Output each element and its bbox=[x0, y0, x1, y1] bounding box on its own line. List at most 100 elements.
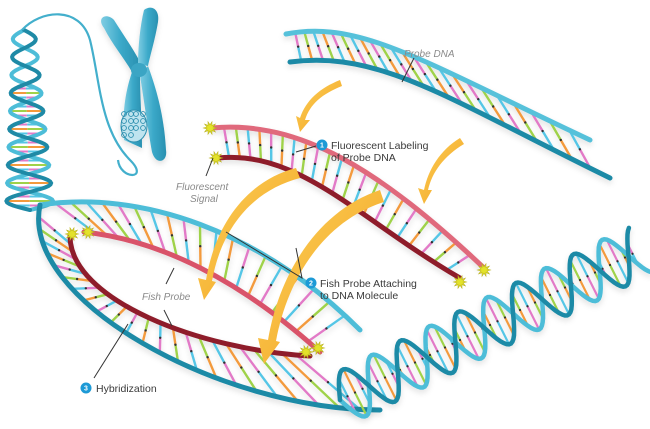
helix-base bbox=[414, 362, 428, 386]
probe-dna-base bbox=[317, 45, 325, 61]
helix-bond bbox=[413, 361, 417, 364]
helix-bond bbox=[623, 256, 627, 259]
hybrid-bottom-base bbox=[309, 379, 341, 409]
hybrid-bottom-base-bond bbox=[206, 356, 209, 359]
helix-bond bbox=[361, 387, 364, 390]
labeled-probe-base-bond bbox=[291, 153, 295, 156]
hybrid-bottom-base bbox=[295, 354, 329, 384]
labeled-probe-base bbox=[373, 205, 384, 223]
leader-step1 bbox=[295, 145, 317, 153]
hybrid-top-base-bond bbox=[241, 266, 244, 269]
hybrid-bottom-base bbox=[223, 362, 238, 386]
hybrid-top-base bbox=[227, 238, 235, 260]
step-2-line1: Fish Probe Attaching bbox=[320, 278, 417, 290]
chromatin-thread bbox=[21, 13, 138, 176]
coil-loop bbox=[133, 125, 139, 131]
helix-bond bbox=[608, 263, 612, 267]
hybrid-bottom-base-bond bbox=[174, 343, 177, 346]
coil-loop bbox=[133, 118, 139, 124]
hybrid-top-base bbox=[142, 226, 155, 249]
hybrid-top-base-bond bbox=[255, 274, 259, 278]
hybrid-top-base-bond bbox=[142, 225, 146, 229]
chromosome bbox=[101, 7, 167, 161]
labeled-probe-base bbox=[280, 134, 285, 151]
labeled-probe-base bbox=[431, 229, 444, 244]
hybrid-bottom-base bbox=[275, 374, 299, 403]
hybrid-bottom-base-bond bbox=[159, 336, 162, 340]
hybrid-top-base bbox=[259, 284, 273, 305]
coil-loop bbox=[140, 111, 146, 117]
step-2-line2: to DNA Molecule bbox=[320, 290, 398, 302]
leader-fish-probe-top bbox=[165, 267, 175, 285]
labeled-probe-base bbox=[384, 213, 396, 231]
labeled-probe-base bbox=[290, 154, 295, 172]
coil-loop bbox=[140, 125, 146, 131]
fluorescent-signals bbox=[64, 120, 492, 360]
hybrid-bottom-base-bond bbox=[105, 304, 108, 308]
step-2-callout: 2 Fish Probe Attaching to DNA Molecule bbox=[305, 277, 417, 302]
chromatin-coil bbox=[120, 109, 148, 143]
fluorescent-signal-star bbox=[310, 340, 326, 356]
leader-lines bbox=[93, 57, 415, 379]
hybrid-top-base bbox=[117, 203, 131, 225]
hybrid-top-base bbox=[182, 218, 188, 241]
probe-dna-base bbox=[307, 45, 314, 61]
step-1-callout: 1 Fluorescent Labeling of Probe DNA bbox=[316, 139, 429, 164]
labeled-probe-base-bond bbox=[430, 241, 434, 244]
hybrid-bottom-base bbox=[184, 331, 193, 352]
hybrid-bottom-base bbox=[327, 381, 361, 411]
helix-bond bbox=[518, 308, 522, 312]
helix-base bbox=[609, 264, 622, 287]
hybrid-top-base-bond bbox=[311, 315, 314, 318]
probe-dna-base-bond bbox=[477, 97, 480, 101]
fluorescent-signal-star bbox=[452, 274, 468, 290]
helix-base bbox=[436, 350, 450, 374]
helix-bond bbox=[488, 323, 492, 327]
hybrid-top-base bbox=[235, 267, 244, 289]
step-3-number: 3 bbox=[84, 386, 88, 393]
probe-dna-base-bond bbox=[449, 84, 452, 87]
hybrid-bottom-base-bond bbox=[68, 268, 71, 271]
hybrid-top-base bbox=[149, 209, 160, 232]
helix-bond bbox=[563, 286, 567, 289]
hybrid-top-base bbox=[325, 314, 346, 330]
labeled-probe-base-bond bbox=[347, 181, 350, 184]
hybrid-top-base bbox=[307, 327, 328, 343]
chromosome-left-arm bbox=[101, 16, 140, 72]
hybrid-top-backbone bbox=[81, 229, 323, 355]
helix-bond bbox=[556, 290, 559, 293]
helix-base bbox=[616, 260, 630, 284]
probe-dna-base-bond bbox=[491, 105, 495, 108]
helix-bond bbox=[346, 395, 349, 398]
labeled-probe-base bbox=[302, 141, 308, 160]
labeled-probe-base-bond bbox=[225, 141, 228, 144]
hybrid-bottom-base bbox=[37, 216, 56, 232]
labeled-probe-base-bond bbox=[418, 231, 421, 234]
labeled-probe-base bbox=[258, 145, 263, 161]
hybrid-bottom-base-bond bbox=[54, 239, 58, 242]
labeled-probe-base bbox=[358, 172, 368, 191]
labeled-probe-base bbox=[291, 137, 296, 155]
hybrid-top-base-bond bbox=[101, 218, 104, 222]
probe-dna-base-bond bbox=[378, 55, 381, 58]
left-helix-strand-b bbox=[4, 28, 54, 212]
helix-bond bbox=[473, 331, 477, 334]
hybrid-bottom-base-bond bbox=[257, 370, 260, 373]
helix-base bbox=[598, 243, 611, 266]
label-fluorescent-signal-2: Signal bbox=[190, 194, 219, 205]
coil-loop bbox=[121, 125, 127, 131]
hybrid-top-base bbox=[241, 246, 251, 268]
helix-bond bbox=[353, 391, 357, 394]
probe-dna-base-bond bbox=[524, 121, 527, 124]
hybrid-bottom-base bbox=[240, 366, 258, 392]
hybrid-bottom-base-bond bbox=[84, 287, 88, 290]
hybrid-bottom-base-bond bbox=[309, 379, 312, 382]
helix-base bbox=[402, 339, 416, 363]
fluorescent-signal-star bbox=[476, 262, 492, 278]
hybrid-top-base-bond bbox=[74, 217, 77, 220]
coil-loop bbox=[140, 118, 146, 124]
helix-base bbox=[342, 368, 356, 393]
helix-bond bbox=[421, 357, 424, 360]
labeled-probe-base bbox=[300, 158, 306, 177]
coil-loop bbox=[121, 111, 127, 117]
